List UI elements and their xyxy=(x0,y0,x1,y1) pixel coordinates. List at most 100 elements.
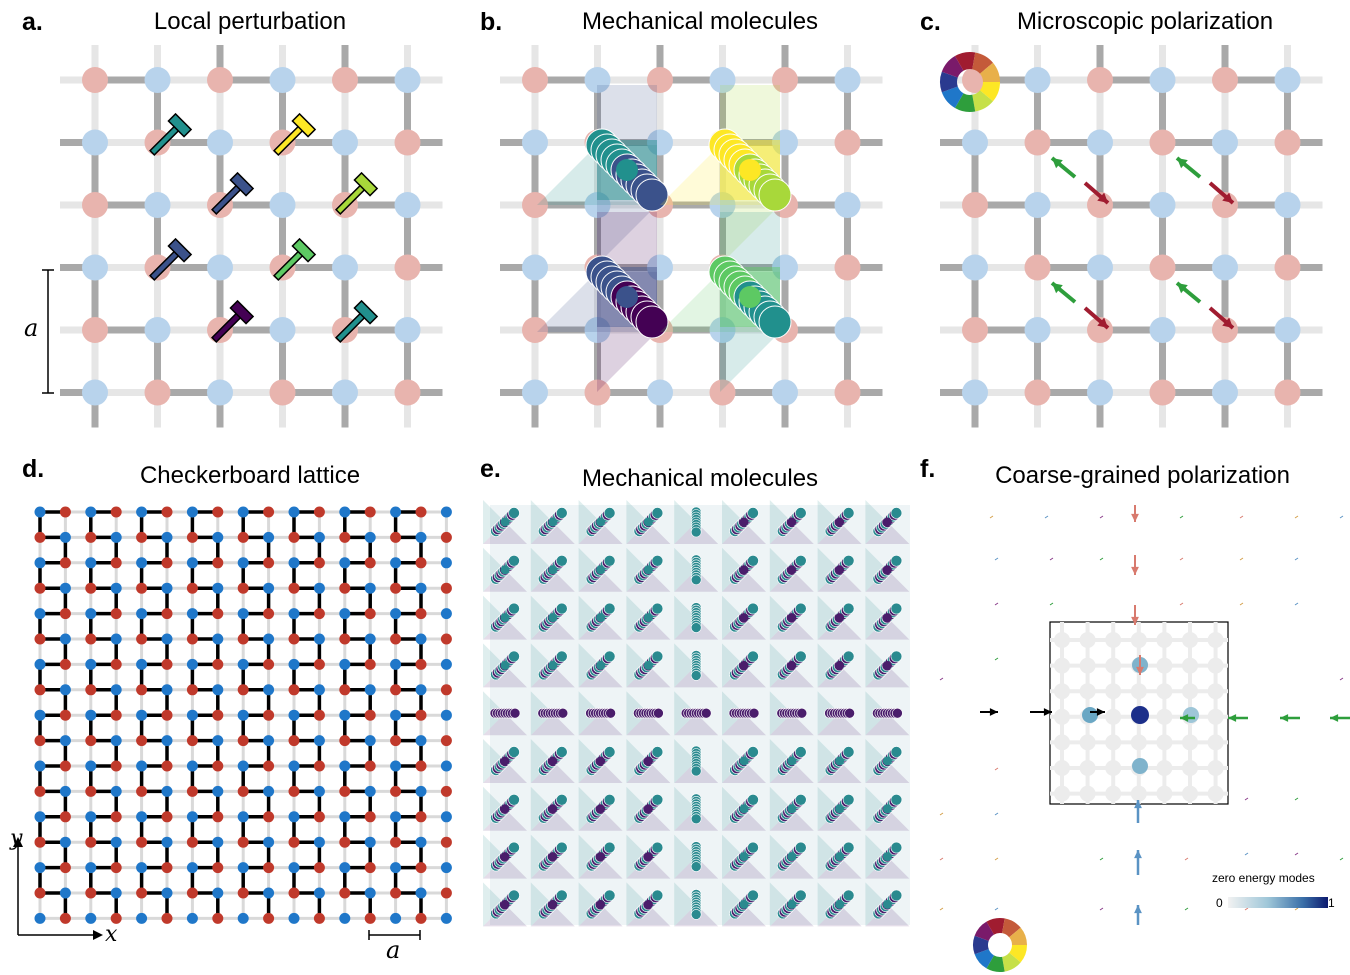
molecule-center xyxy=(835,565,845,575)
molecule-site xyxy=(635,178,669,212)
site-red xyxy=(82,192,108,218)
field-tick xyxy=(1044,515,1049,519)
site-red xyxy=(962,192,988,218)
molecule-shade xyxy=(626,834,649,879)
site-mode xyxy=(1132,758,1148,774)
molecule-shade xyxy=(626,547,649,592)
site-red xyxy=(161,709,173,721)
site-red xyxy=(263,608,275,620)
site-blue xyxy=(237,760,249,772)
panel-a-lattice xyxy=(42,45,443,428)
site-red xyxy=(364,862,376,874)
molecule-shade xyxy=(674,713,719,736)
panel-f-title: Coarse-grained polarization xyxy=(995,462,1290,489)
molecule-shade xyxy=(865,904,910,927)
molecule-shade xyxy=(865,834,888,879)
field-tick xyxy=(989,515,994,519)
site-blue xyxy=(339,658,351,670)
site-blue xyxy=(110,684,122,696)
molecule-shade xyxy=(483,547,505,592)
site-blue xyxy=(288,608,300,620)
site-blue xyxy=(59,684,71,696)
site xyxy=(1054,683,1070,700)
panel-d-label: d. xyxy=(22,455,45,483)
site-blue xyxy=(1274,67,1301,93)
molecule-shade xyxy=(817,522,862,544)
molecule-shade xyxy=(865,522,910,544)
molecule-shade xyxy=(865,569,910,592)
site-blue xyxy=(269,317,296,343)
site-blue xyxy=(339,760,351,772)
site-blue xyxy=(110,887,122,899)
site-red xyxy=(212,658,224,670)
site-blue xyxy=(772,129,798,156)
site xyxy=(1182,683,1198,700)
site-red xyxy=(59,658,71,670)
site-blue xyxy=(1274,192,1301,218)
molecule-center xyxy=(835,613,845,623)
molecule-center xyxy=(787,804,797,814)
site-blue xyxy=(59,785,71,797)
site-red xyxy=(110,557,122,569)
color-wheel-icon xyxy=(979,82,1001,102)
molecule-site xyxy=(794,554,807,567)
molecule-shade xyxy=(817,595,840,640)
molecule-shade xyxy=(817,786,840,831)
site-red xyxy=(263,506,275,518)
site xyxy=(1079,785,1096,802)
colorbar xyxy=(1228,897,1328,908)
site-red xyxy=(364,760,376,772)
site-red xyxy=(59,608,71,620)
molecule-shade xyxy=(578,547,601,592)
molecule-shade xyxy=(578,739,601,783)
molecule-site xyxy=(748,707,760,719)
site xyxy=(1182,785,1198,802)
site-blue xyxy=(161,785,173,797)
site-blue xyxy=(415,531,427,543)
molecule-site xyxy=(747,650,759,663)
molecule-center xyxy=(596,517,606,527)
arrow-icon xyxy=(1177,283,1188,294)
molecule-site xyxy=(890,746,903,758)
site-red xyxy=(962,317,988,343)
site-blue xyxy=(415,582,427,594)
field-tick xyxy=(939,907,944,911)
site xyxy=(1054,632,1070,648)
site-red xyxy=(161,912,173,924)
molecule-shade xyxy=(578,617,623,640)
molecule-shade xyxy=(865,713,910,736)
site xyxy=(1182,657,1198,674)
site xyxy=(1156,708,1173,725)
site-blue xyxy=(144,317,171,343)
site-blue xyxy=(136,912,148,924)
site-blue xyxy=(110,836,122,848)
molecule-site xyxy=(651,650,664,663)
site-blue xyxy=(584,192,611,218)
site-blue xyxy=(288,557,300,569)
molecule-shade xyxy=(530,904,575,927)
site-blue xyxy=(161,531,173,543)
site-blue xyxy=(313,582,325,594)
site-blue xyxy=(82,254,108,281)
hammer-icon xyxy=(149,237,193,281)
molecule-shade xyxy=(674,500,697,544)
molecule-shade xyxy=(722,595,744,640)
site-blue xyxy=(440,912,452,924)
site-red xyxy=(34,785,46,797)
site-blue xyxy=(390,760,402,772)
site-blue xyxy=(212,531,224,543)
molecule-site xyxy=(747,507,759,519)
site-blue xyxy=(263,836,275,848)
site-red xyxy=(34,531,46,543)
site-blue xyxy=(186,608,198,620)
site xyxy=(1079,683,1096,700)
color-wheel-icon xyxy=(1002,918,1021,938)
site-red xyxy=(269,379,296,406)
site-blue xyxy=(237,811,249,823)
molecule-shade xyxy=(817,808,862,831)
site-red xyxy=(415,506,427,518)
site-mode xyxy=(1082,707,1098,723)
field-tick xyxy=(994,657,999,661)
site-red xyxy=(522,192,548,218)
molecule-shade xyxy=(530,643,553,688)
